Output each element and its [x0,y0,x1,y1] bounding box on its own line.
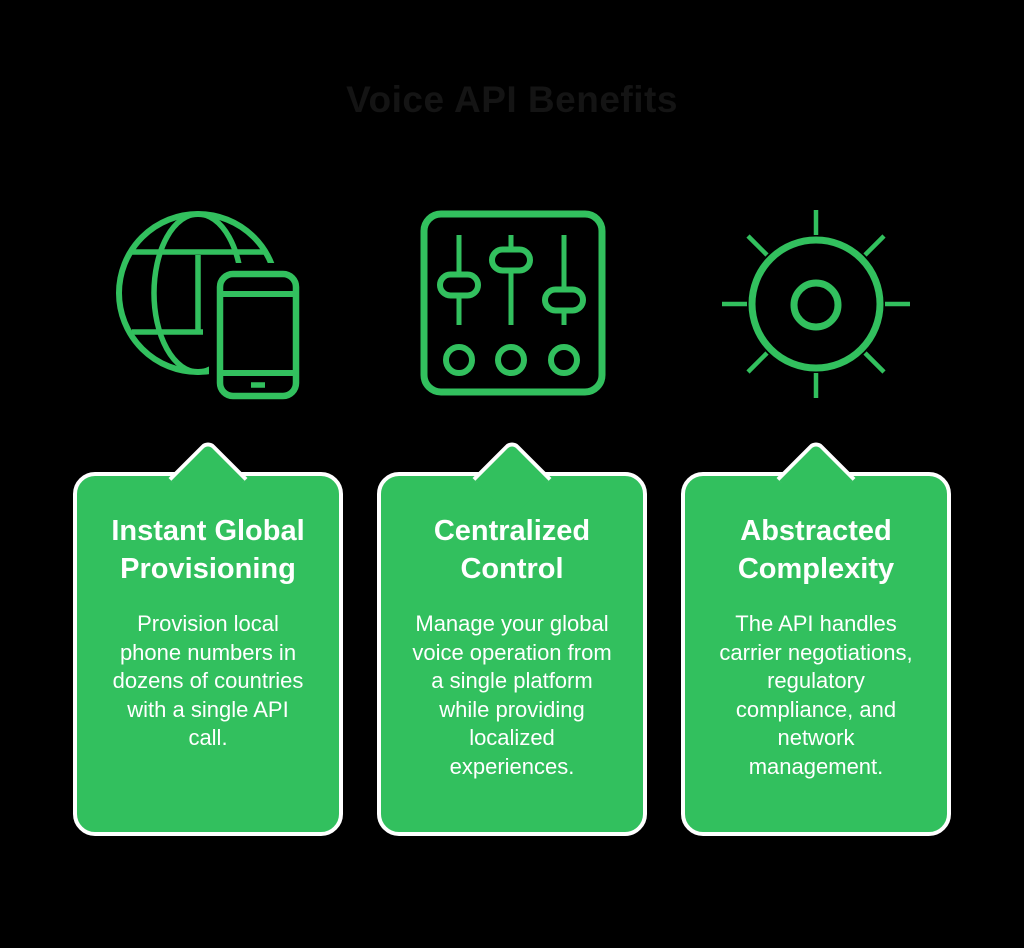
benefit-card: Centralized Control Manage your global v… [377,438,647,836]
icon-box [412,202,612,402]
benefit-description: The API handles carrier negotiations, re… [719,611,913,779]
page-title: Voice API Benefits [346,79,678,120]
benefit-column-provisioning: Instant Global Provisioning Provision lo… [73,202,343,836]
benefit-description: Manage your global voice operation from … [412,611,612,779]
benefit-column-complexity: Abstracted Complexity The API handles ca… [681,202,951,836]
card-pointer-arrow [472,438,552,518]
card-pointer-arrow [776,438,856,518]
infographic-page: Voice API Benefits [0,78,1024,948]
card-pointer-arrow [168,438,248,518]
sun-icon [722,210,910,398]
benefit-card: Instant Global Provisioning Provision lo… [73,438,343,836]
benefit-column-control: Centralized Control Manage your global v… [377,202,647,836]
globe-phone-icon [116,211,308,402]
icon-box [716,202,916,402]
benefit-card: Abstracted Complexity The API handles ca… [681,438,951,836]
benefit-title: Instant Global Provisioning [111,515,305,585]
benefit-columns: Instant Global Provisioning Provision lo… [0,202,1024,836]
benefit-title: Abstracted Complexity [737,515,895,585]
benefit-title: Centralized Control [433,515,591,585]
icon-box [108,202,308,402]
mixer-panel-icon [420,210,606,396]
benefit-description: Provision local phone numbers in dozens … [112,611,304,750]
